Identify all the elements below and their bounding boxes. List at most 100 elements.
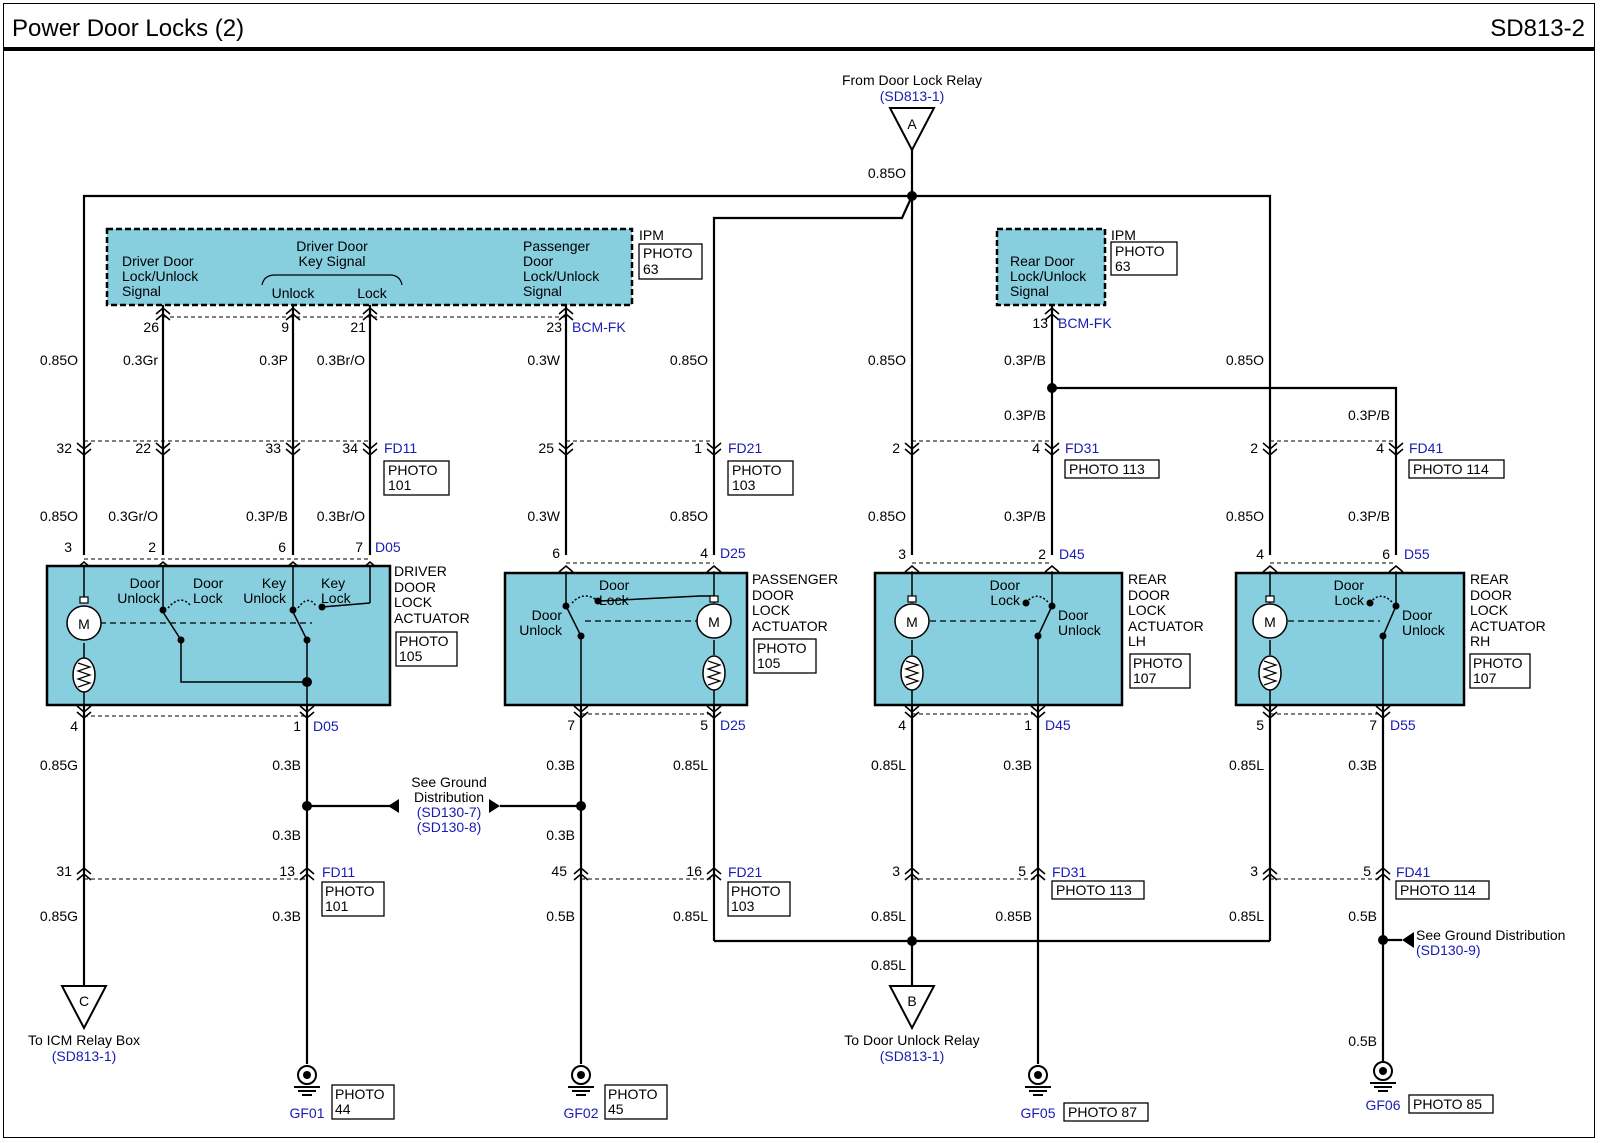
ground-ref-sd130-7[interactable]: (SD130-7) bbox=[417, 804, 482, 820]
fd31-top-photo: PHOTO 113 bbox=[1069, 461, 1145, 477]
d55-pin-7: 7 bbox=[1369, 717, 1377, 733]
driver-door-lock-1: Door bbox=[193, 575, 224, 591]
ipm-pin-21: 21 bbox=[350, 319, 366, 335]
ground-ref-label-2: Distribution bbox=[414, 789, 484, 805]
svg-text:0.3P/B: 0.3P/B bbox=[1004, 407, 1046, 423]
svg-text:0.85B: 0.85B bbox=[995, 908, 1032, 924]
svg-text:0.85O: 0.85O bbox=[1226, 508, 1264, 524]
ipm-left-photo-box bbox=[638, 243, 703, 280]
ipm-left-module bbox=[105, 227, 634, 307]
key-signal-line1: Driver Door bbox=[296, 238, 368, 254]
ipm-left-connector[interactable]: BCM-FK bbox=[572, 319, 626, 335]
fd-top-row bbox=[76, 440, 1404, 456]
fd31-top-name[interactable]: FD31 bbox=[1065, 440, 1099, 456]
ground-ref-right-arrow bbox=[1402, 932, 1414, 948]
rear-rh-door-unlock-1: Door bbox=[1402, 607, 1433, 623]
ipm-right-connector[interactable]: BCM-FK bbox=[1058, 315, 1112, 331]
d05-pin-1: 1 bbox=[293, 718, 301, 734]
fd11-top-name[interactable]: FD11 bbox=[384, 440, 417, 456]
gf02-label[interactable]: GF02 bbox=[563, 1105, 598, 1121]
bottom-wire-labels: 0.85G 0.3B 0.5B 0.85L 0.85L 0.85B 0.85L … bbox=[40, 908, 1377, 1049]
rear-signal-line1: Rear Door bbox=[1010, 253, 1075, 269]
rear-lh-door-unlock-1: Door bbox=[1058, 607, 1089, 623]
d05-top-conn[interactable]: D05 bbox=[375, 539, 401, 555]
driver-title-3: LOCK bbox=[394, 594, 433, 610]
rear-rh-title-3: LOCK bbox=[1470, 602, 1509, 618]
gf06-label[interactable]: GF06 bbox=[1365, 1097, 1400, 1113]
svg-text:0.3B: 0.3B bbox=[1003, 757, 1032, 773]
driver-signal-line2: Lock/Unlock bbox=[122, 268, 199, 284]
fd21-top-name[interactable]: FD21 bbox=[728, 440, 762, 456]
fd41-top-pin-2: 2 bbox=[1250, 440, 1258, 456]
ipm-right-pin-13: 13 bbox=[1032, 315, 1048, 331]
d45-top-conn[interactable]: D45 bbox=[1059, 546, 1085, 562]
svg-text:0.85L: 0.85L bbox=[871, 757, 906, 773]
ground-ref-label-1: See Ground bbox=[411, 774, 487, 790]
rear-rh-photo2: 107 bbox=[1473, 670, 1497, 686]
rear-rh-door-lock-2: Lock bbox=[1334, 592, 1365, 608]
passenger-door-lock-1: Door bbox=[599, 577, 630, 593]
ipm-right-photo1: PHOTO bbox=[1115, 243, 1165, 259]
fd31-bottom-name[interactable]: FD31 bbox=[1052, 864, 1086, 880]
d25-bottom-conn[interactable]: D25 bbox=[720, 717, 746, 733]
fd11-bottom-pin-13: 13 bbox=[279, 863, 295, 879]
d45-pin-4: 4 bbox=[898, 717, 906, 733]
fd31-top-pin-4: 4 bbox=[1032, 440, 1040, 456]
passenger-door-unlock-2: Unlock bbox=[519, 622, 563, 638]
ipm-lock-label: Lock bbox=[357, 285, 388, 301]
to-icm-ref[interactable]: (SD813-1) bbox=[52, 1048, 117, 1064]
fd31-bottom-pin-3: 3 bbox=[892, 863, 900, 879]
gf01-label[interactable]: GF01 bbox=[289, 1105, 324, 1121]
rear-rh-title-5: RH bbox=[1470, 633, 1490, 649]
svg-text:0.3Gr: 0.3Gr bbox=[123, 352, 158, 368]
fd21-bottom-photo-box bbox=[727, 881, 791, 917]
ground-ref-right-ref[interactable]: (SD130-9) bbox=[1416, 942, 1481, 958]
d55-bottom-conn[interactable]: D55 bbox=[1390, 717, 1416, 733]
gf05-label[interactable]: GF05 bbox=[1020, 1105, 1055, 1121]
fd41-top-name[interactable]: FD41 bbox=[1409, 440, 1443, 456]
ipm-right-name: IPM bbox=[1111, 227, 1136, 243]
to-unlock-relay-ref[interactable]: (SD813-1) bbox=[880, 1048, 945, 1064]
rear-lh-door-unlock-2: Unlock bbox=[1058, 622, 1102, 638]
ground-ref-sd130-8[interactable]: (SD130-8) bbox=[417, 819, 482, 835]
fd21-bottom-name[interactable]: FD21 bbox=[728, 864, 762, 880]
d55-top-conn[interactable]: D55 bbox=[1404, 546, 1430, 562]
passenger-signal-line2: Door bbox=[523, 253, 554, 269]
d05-bottom-conn[interactable]: D05 bbox=[313, 718, 339, 734]
passenger-bottom-conn bbox=[573, 705, 722, 719]
fd-bottom-row bbox=[76, 867, 1391, 881]
rear-signal-line2: Lock/Unlock bbox=[1010, 268, 1087, 284]
svg-text:0.3P/B: 0.3P/B bbox=[1004, 508, 1046, 524]
driver-title-2: DOOR bbox=[394, 579, 436, 595]
gf06-photo: PHOTO 85 bbox=[1413, 1096, 1482, 1112]
ipm-pin-23: 23 bbox=[546, 319, 562, 335]
fd11-top-pin-22: 22 bbox=[135, 440, 151, 456]
fd11-top-photo2: 101 bbox=[388, 477, 412, 493]
svg-text:0.3B: 0.3B bbox=[272, 908, 301, 924]
d05-pin-4: 4 bbox=[70, 718, 78, 734]
svg-text:0.85L: 0.85L bbox=[1229, 908, 1264, 924]
fd21-bottom-pin-45: 45 bbox=[551, 863, 567, 879]
rear-lh-actuator: M bbox=[873, 562, 1124, 707]
fd41-bottom-name[interactable]: FD41 bbox=[1396, 864, 1430, 880]
d25-pin-4: 4 bbox=[700, 545, 708, 561]
fd11-bottom-photo1: PHOTO bbox=[325, 883, 375, 899]
d25-top-conn[interactable]: D25 bbox=[720, 545, 746, 561]
fd21-bottom-photo1: PHOTO bbox=[731, 883, 781, 899]
ground-gf05 bbox=[1024, 1065, 1052, 1096]
fd11-bottom-name[interactable]: FD11 bbox=[322, 864, 355, 880]
fd41-bottom-pin-3: 3 bbox=[1250, 863, 1258, 879]
from-relay-ref[interactable]: (SD813-1) bbox=[880, 88, 945, 104]
rear-rh-bottom-conn bbox=[1262, 705, 1391, 719]
d45-bottom-conn[interactable]: D45 bbox=[1045, 717, 1071, 733]
fd21-top-pin-25: 25 bbox=[538, 440, 554, 456]
top-wire-labels: 0.85O 0.3Gr 0.3P 0.3Br/O 0.3W 0.85O 0.85… bbox=[40, 352, 1390, 423]
passenger-motor-m: M bbox=[708, 614, 720, 630]
passenger-title-3: LOCK bbox=[752, 602, 791, 618]
svg-text:0.3P: 0.3P bbox=[259, 352, 288, 368]
driver-key-unlock-2: Unlock bbox=[243, 590, 287, 606]
rear-rh-actuator: M bbox=[1234, 562, 1466, 707]
d55-pin-5: 5 bbox=[1256, 717, 1264, 733]
driver-photo1: PHOTO bbox=[399, 633, 449, 649]
d55-pin-6: 6 bbox=[1382, 546, 1390, 562]
